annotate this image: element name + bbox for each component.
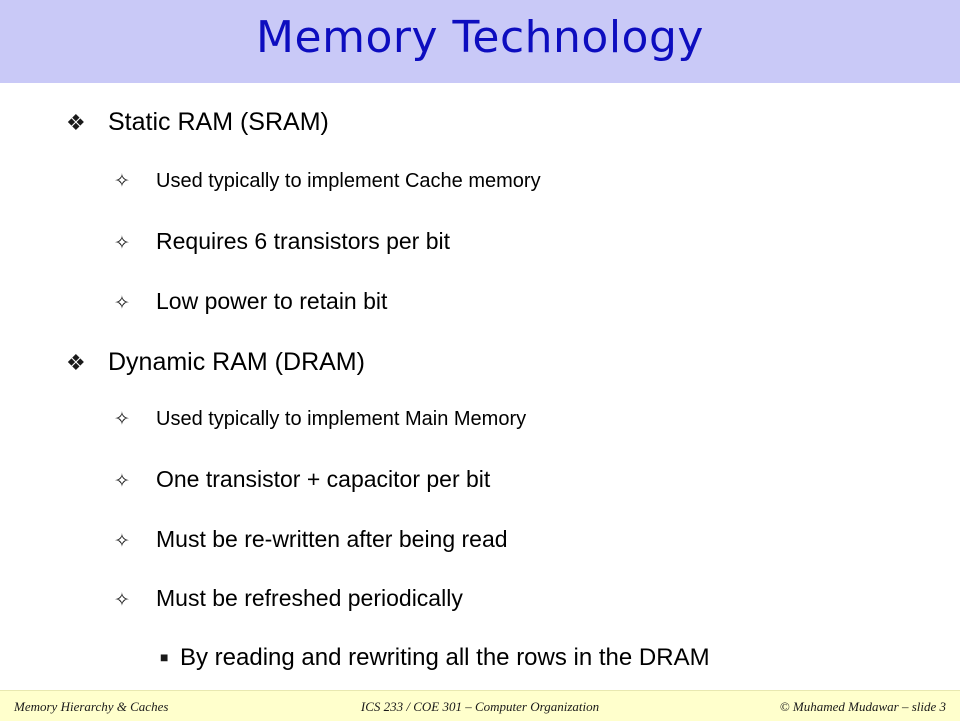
sub-bullet: ✧ One transistor + capacitor per bit [114, 466, 490, 493]
star-bullet-icon: ✧ [114, 590, 130, 611]
diamond-bullet-icon: ❖ [66, 110, 86, 135]
sub-sub-bullet: ■ By reading and rewriting all the rows i… [160, 644, 710, 672]
sub-bullet-text: Requires 6 transistors per bit [156, 228, 451, 254]
sub-bullet-text: Must be re-written after being read [156, 526, 508, 552]
diamond-bullet-icon: ❖ [66, 350, 86, 375]
star-bullet-icon: ✧ [114, 409, 130, 430]
square-bullet-icon: ■ [160, 649, 169, 665]
title-bar: Memory Technology [0, 0, 960, 83]
sub-bullet-text: Low power to retain bit [156, 288, 388, 314]
footer-copyright: © Muhamed Mudawar – slide 3 [779, 699, 946, 714]
slide-content: ❖ Static RAM (SRAM) ✧ Used typically to im… [66, 108, 710, 672]
bullet-dram: ❖ Dynamic RAM (DRAM) [66, 348, 365, 377]
bullet-sram: ❖ Static RAM (SRAM) [66, 108, 329, 137]
sub-sub-bullet-text: By reading and rewriting all the rows in… [180, 644, 710, 671]
sub-bullet: ✧ Low power to retain bit [114, 288, 387, 315]
sub-bullet: ✧ Must be refreshed periodically [114, 585, 463, 612]
star-bullet-icon: ✧ [114, 293, 130, 314]
sub-bullet: ✧ Used typically to implement Main Memory [114, 408, 526, 431]
bullet-text: Dynamic RAM (DRAM) [108, 348, 365, 376]
sub-bullet-text: Used typically to implement Main Memory [156, 408, 527, 430]
sub-bullet: ✧ Must be re-written after being read [114, 526, 508, 553]
footer-course-name: ICS 233 / COE 301 – Computer Organizatio… [360, 699, 600, 714]
slide-footer: Memory Hierarchy & Caches ICS 233 / COE … [0, 690, 960, 721]
slide-title: Memory Technology [256, 12, 704, 63]
sub-bullet-text: Must be refreshed periodically [156, 585, 463, 611]
sub-bullet-text: Used typically to implement Cache memory [156, 170, 541, 192]
star-bullet-icon: ✧ [114, 531, 130, 552]
star-bullet-icon: ✧ [114, 171, 130, 192]
star-bullet-icon: ✧ [114, 471, 130, 492]
sub-bullet: ✧ Used typically to implement Cache memor… [114, 170, 541, 193]
sub-bullet: ✧ Requires 6 transistors per bit [114, 228, 450, 255]
sub-bullet-text: One transistor + capacitor per bit [156, 466, 491, 492]
star-bullet-icon: ✧ [114, 233, 130, 254]
bullet-text: Static RAM (SRAM) [108, 108, 329, 136]
footer-course-topic: Memory Hierarchy & Caches [14, 699, 169, 714]
